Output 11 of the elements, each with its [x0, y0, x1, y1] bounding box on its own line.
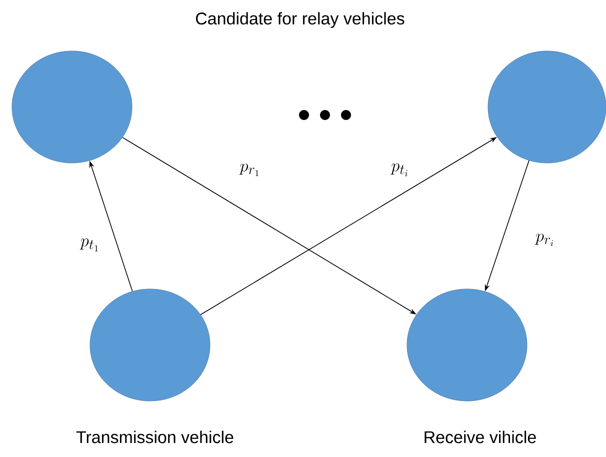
edge-label: $p_{t_i}$ [390, 162, 410, 178]
edge-label: $p_{r_1}$ [238, 162, 262, 178]
vehicle-circle [406, 288, 528, 402]
vehicle-label: Transmission vehicle [76, 430, 234, 444]
vehicle-circle [90, 288, 210, 402]
edge-label: $p_{r_i}$ [534, 232, 556, 248]
edge-label: $p_{t_1}$ [79, 238, 101, 252]
vehicle-label: Receive vihicle [424, 430, 536, 444]
vehicle-circle [12, 50, 132, 164]
vehicle-circle [488, 50, 606, 164]
title: Candidate for relay vehicles [196, 12, 404, 28]
